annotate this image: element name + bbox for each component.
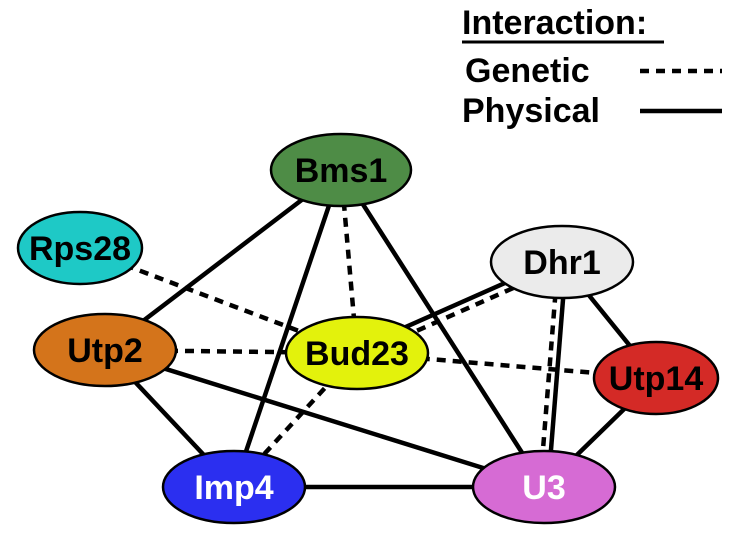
node-bud23-ellipse xyxy=(284,315,430,391)
node-utp14: Utp14 xyxy=(592,340,720,416)
edge-genetic-dhr1-u3 xyxy=(537,261,561,487)
node-u3: U3 xyxy=(471,449,617,525)
legend-title: Interaction: xyxy=(462,4,647,42)
node-rps28-label: Rps28 xyxy=(29,230,131,268)
node-rps28: Rps28 xyxy=(16,210,144,286)
node-u3-ellipse xyxy=(471,449,617,525)
node-bud23: Bud23 xyxy=(284,315,430,391)
node-utp2-label: Utp2 xyxy=(67,332,143,370)
node-bud23-label: Bud23 xyxy=(305,335,409,373)
node-bms1: Bms1 xyxy=(269,132,413,208)
node-utp14-label: Utp14 xyxy=(609,360,704,398)
node-rps28-ellipse xyxy=(16,210,144,286)
legend-genetic-label: Genetic xyxy=(465,52,590,90)
node-imp4-label: Imp4 xyxy=(194,469,273,507)
node-bms1-ellipse xyxy=(269,132,413,208)
node-utp2-ellipse xyxy=(32,312,178,388)
node-imp4-ellipse xyxy=(161,449,307,525)
node-dhr1-label: Dhr1 xyxy=(523,244,600,282)
node-bms1-label: Bms1 xyxy=(295,152,388,190)
edge-physical-utp2-u3 xyxy=(104,347,545,490)
edge-physical-dhr1-u3 xyxy=(545,262,569,488)
node-utp2: Utp2 xyxy=(32,312,178,388)
edge-physical-bms1-imp4 xyxy=(231,169,344,488)
legend-title-word: Interaction xyxy=(462,4,636,42)
node-dhr1-ellipse xyxy=(489,224,635,300)
node-dhr1: Dhr1 xyxy=(489,224,635,300)
node-imp4: Imp4 xyxy=(161,449,307,525)
node-u3-label: U3 xyxy=(522,469,565,507)
edge-physical-bms1-u3 xyxy=(339,168,546,489)
node-utp14-ellipse xyxy=(592,340,720,416)
legend-physical-label: Physical xyxy=(462,92,600,130)
legend-title-colon: : xyxy=(636,4,647,42)
legend: Interaction: Genetic Physical xyxy=(462,4,722,130)
